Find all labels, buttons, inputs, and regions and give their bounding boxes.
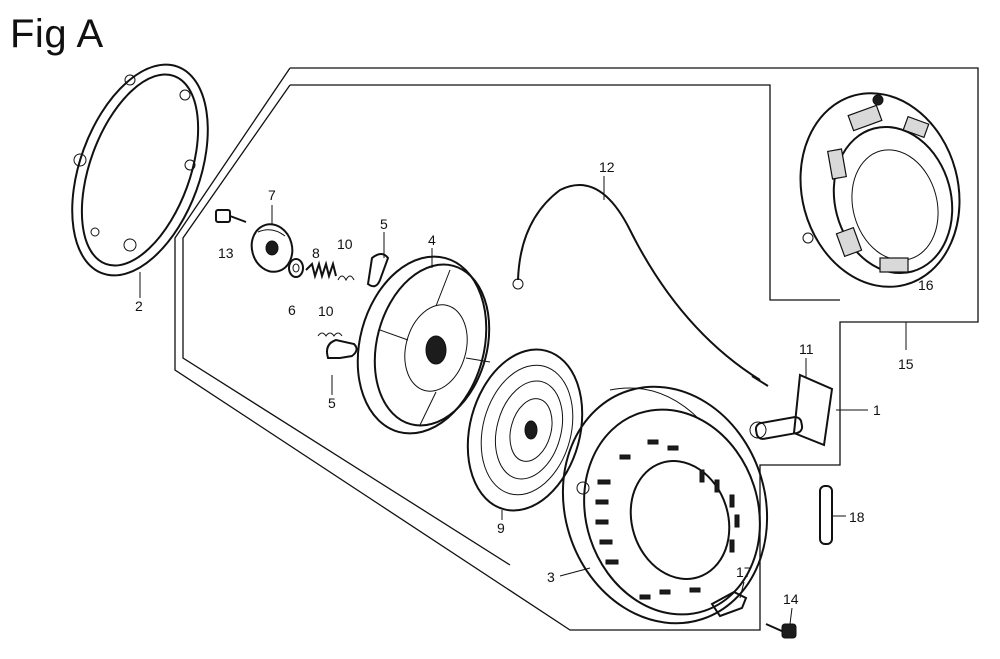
pawl-spring-upper — [337, 275, 355, 282]
callout-labels: 1 2 3 4 5 5 6 7 8 9 10 10 11 12 13 14 15… — [135, 159, 934, 607]
callout-16: 16 — [918, 277, 934, 293]
outer-cover-part — [799, 92, 961, 288]
leader-lines — [139, 176, 907, 625]
callout-18: 18 — [849, 509, 865, 525]
pawl-spring-lower — [317, 332, 343, 337]
callout-17: 17 — [736, 564, 752, 580]
figure-title: Fig A — [10, 12, 104, 56]
callout-8: 8 — [312, 245, 320, 261]
bolt-part-13 — [215, 209, 247, 223]
guide-part-18 — [819, 485, 833, 545]
ratchet-pawl-upper — [366, 253, 390, 288]
assembly-boundary-inner — [182, 84, 840, 566]
starter-rope-part — [512, 184, 769, 387]
callout-9: 9 — [497, 520, 505, 536]
callout-5-lower: 5 — [328, 395, 336, 411]
callout-4: 4 — [428, 232, 436, 248]
callout-15: 15 — [898, 356, 914, 372]
callout-10-lower: 10 — [318, 303, 334, 319]
gasket-ring-part — [71, 63, 209, 277]
spiral-spring-part — [466, 348, 584, 512]
washer-part — [288, 258, 304, 278]
callout-10-upper: 10 — [337, 236, 353, 252]
rope-guide-part-17 — [710, 590, 748, 618]
callout-12: 12 — [599, 159, 615, 175]
ratchet-pawl-lower — [326, 338, 358, 359]
callout-14: 14 — [783, 591, 799, 607]
friction-plate-part — [250, 223, 294, 273]
callout-11: 11 — [799, 341, 814, 357]
coil-spring-part — [305, 260, 337, 280]
starter-case-part — [561, 385, 769, 625]
assembly-boundary-outer — [174, 67, 979, 631]
callout-13: 13 — [218, 245, 234, 261]
callout-7: 7 — [268, 187, 276, 203]
callout-1: 1 — [873, 402, 881, 418]
callout-6: 6 — [288, 302, 296, 318]
starter-handle-part — [749, 373, 834, 447]
callout-5-upper: 5 — [380, 216, 388, 232]
bolt-part-14 — [765, 623, 797, 639]
callout-3: 3 — [547, 569, 555, 585]
callout-2: 2 — [135, 298, 143, 314]
recoil-reel-part — [356, 255, 491, 435]
